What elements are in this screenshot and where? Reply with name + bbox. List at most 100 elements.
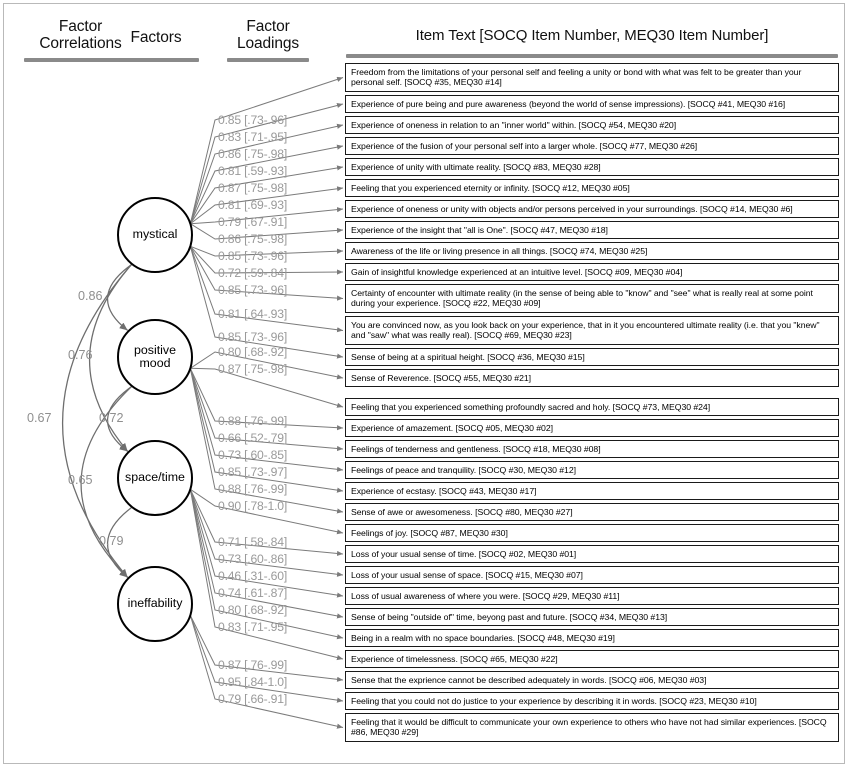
item-box[interactable]: Sense of being "outside of" time, beyong… [345,608,839,626]
header-rule-factor-correlations [24,58,136,62]
item-box[interactable]: Feeling that you experienced eternity or… [345,179,839,197]
correlation-positive-mood-ineffability: 0.65 [68,473,93,487]
item-text: Being in a realm with no space boundarie… [351,632,615,643]
item-box[interactable]: Feeling that it would be difficult to co… [345,713,839,742]
item-box[interactable]: Experience of unity with ultimate realit… [345,158,839,176]
item-box[interactable]: Experience of the insight that "all is O… [345,221,839,239]
item-text: Sense of being at a spiritual height. [S… [351,351,585,362]
item-text: Loss of usual awareness of where you wer… [351,590,620,601]
item-box[interactable]: Gain of insightful knowledge experienced… [345,263,839,281]
item-box[interactable]: Feeling that you experienced something p… [345,398,839,416]
factor-loading-value: 0.85 [.73-.96] [218,113,288,127]
factor-loading-value: 0.80 [.68-.92] [218,603,288,617]
factor-circle-ineffability[interactable]: ineffability [117,566,193,642]
correlation-positive-mood-space-time: 0.72 [99,411,124,425]
header-item-text: Item Text [SOCQ Item Number, MEQ30 Item … [415,27,769,44]
factor-loading-value: 0.87 [.75-.98] [218,362,288,376]
item-box[interactable]: Being in a realm with no space boundarie… [345,629,839,647]
item-text: Loss of your usual sense of time. [SOCQ … [351,548,577,559]
item-text: Feelings of peace and tranquility. [SOCQ… [351,464,576,475]
factor-loading-value: 0.79 [.66-.91] [218,692,288,706]
item-box[interactable]: Experience of oneness in relation to an … [345,116,839,134]
header-rule-factors [119,58,199,62]
item-text: Feeling that it would be difficult to co… [351,716,827,737]
factor-loading-value: 0.88 [.76-.99] [218,482,288,496]
factor-loading-value: 0.81 [.69-.93] [218,198,288,212]
factor-loading-value: 0.85 [.73-.96] [218,283,288,297]
correlation-space-time-ineffability: 0.79 [99,534,124,548]
item-box[interactable]: Sense of being at a spiritual height. [S… [345,348,839,366]
item-box[interactable]: Feelings of tenderness and gentleness. [… [345,440,839,458]
item-text: Certainty of encounter with ultimate rea… [351,287,813,308]
header-rule-item-text [346,54,838,58]
item-text: Experience of the fusion of your persona… [351,140,698,151]
factor-loading-value: 0.74 [.61-.87] [218,586,288,600]
factor-loading-value: 0.72 [.59-.84] [218,266,288,280]
item-box[interactable]: Feeling that you could not do justice to… [345,692,839,710]
item-box[interactable]: Sense of awe or awesomeness. [SOCQ #80, … [345,503,839,521]
factor-loading-value: 0.83 [.71-.95] [218,620,288,634]
factor-loading-value: 0.87 [.76-.99] [218,658,288,672]
item-text: Feelings of tenderness and gentleness. [… [351,443,601,454]
item-text: Gain of insightful knowledge experienced… [351,266,683,277]
item-box[interactable]: Experience of timelessness. [SOCQ #65, M… [345,650,839,668]
item-box[interactable]: Awareness of the life or living presence… [345,242,839,260]
item-text: Experience of ecstasy. [SOCQ #43, MEQ30 … [351,485,537,496]
item-text: Experience of unity with ultimate realit… [351,161,601,172]
header-rule-factor-loadings [227,58,309,62]
item-text: Feelings of joy. [SOCQ #87, MEQ30 #30] [351,527,508,538]
factor-loading-value: 0.66 [.52-.79] [218,431,288,445]
factor-loading-value: 0.95 [.84-1.0] [218,675,288,689]
factor-loading-value: 0.73 [.60-.85] [218,448,288,462]
factor-loading-value: 0.81 [.59-.93] [218,164,288,178]
correlation-mystical-space-time: 0.76 [68,348,93,362]
item-box[interactable]: You are convinced now, as you look back … [345,316,839,345]
factor-loading-value: 0.71 [.58-.84] [218,535,288,549]
item-box[interactable]: Experience of amazement. [SOCQ #05, MEQ3… [345,419,839,437]
item-box[interactable]: Loss of your usual sense of space. [SOCQ… [345,566,839,584]
item-box[interactable]: Loss of usual awareness of where you wer… [345,587,839,605]
item-box[interactable]: Experience of oneness or unity with obje… [345,200,839,218]
item-text: Freedom from the limitations of your per… [351,66,802,87]
item-box[interactable]: Experience of ecstasy. [SOCQ #43, MEQ30 … [345,482,839,500]
factor-loading-value: 0.86 [.75-.98] [218,232,288,246]
item-box[interactable]: Experience of the fusion of your persona… [345,137,839,155]
item-text: Feeling that you could not do justice to… [351,695,757,706]
item-box[interactable]: Certainty of encounter with ultimate rea… [345,284,839,313]
figure-border [3,3,845,764]
factor-loading-value: 0.80 [.68-.92] [218,345,288,359]
factor-loading-value: 0.85 [.73-.97] [218,465,288,479]
factor-circle-mystical[interactable]: mystical [117,197,193,273]
factor-loading-value: 0.85 [.73-.96] [218,249,288,263]
item-text: Experience of pure being and pure awaren… [351,98,786,109]
factor-loading-value: 0.46 [.31-.60] [218,569,288,583]
factor-label: ineffability [127,596,183,611]
factor-loading-value: 0.86 [.75-.98] [218,147,288,161]
item-box[interactable]: Feelings of joy. [SOCQ #87, MEQ30 #30] [345,524,839,542]
factor-loading-value: 0.81 [.64-.93] [218,307,288,321]
item-text: Experience of amazement. [SOCQ #05, MEQ3… [351,422,553,433]
item-box[interactable]: Freedom from the limitations of your per… [345,63,839,92]
item-text: Sense that the exprience cannot be descr… [351,674,707,685]
factor-loading-value: 0.88 [.76-.99] [218,414,288,428]
item-box[interactable]: Feelings of peace and tranquility. [SOCQ… [345,461,839,479]
factor-loading-value: 0.90 [.78-1.0] [218,499,288,513]
item-text: Experience of oneness or unity with obje… [351,203,793,214]
item-text: Loss of your usual sense of space. [SOCQ… [351,569,583,580]
item-box[interactable]: Sense that the exprience cannot be descr… [345,671,839,689]
item-text: Experience of oneness in relation to an … [351,119,677,130]
item-text: Sense of awe or awesomeness. [SOCQ #80, … [351,506,573,517]
correlation-mystical-ineffability: 0.67 [27,411,52,425]
item-text: You are convinced now, as you look back … [351,319,820,340]
item-box[interactable]: Loss of your usual sense of time. [SOCQ … [345,545,839,563]
item-text: Awareness of the life or living presence… [351,245,648,256]
factor-loading-value: 0.79 [.67-.91] [218,215,288,229]
item-box[interactable]: Sense of Reverence. [SOCQ #55, MEQ30 #21… [345,369,839,387]
factor-loading-value: 0.87 [.75-.98] [218,181,288,195]
item-box[interactable]: Experience of pure being and pure awaren… [345,95,839,113]
factor-circle-space-time[interactable]: space/time [117,440,193,516]
